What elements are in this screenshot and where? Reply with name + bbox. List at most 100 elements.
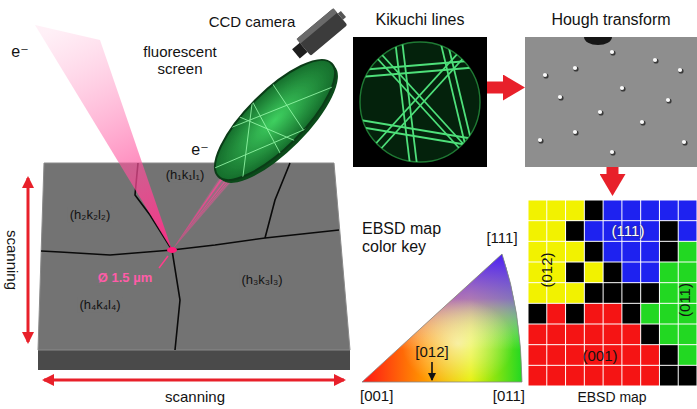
map-pixel xyxy=(660,345,678,365)
hough-peak xyxy=(640,120,645,125)
kikuchi-pattern xyxy=(360,127,480,147)
direction-label: [111] xyxy=(486,229,517,246)
hough-peak xyxy=(678,68,682,72)
map-pixel xyxy=(641,325,659,345)
grain-region: (011) xyxy=(675,280,694,320)
hough-peak xyxy=(573,130,579,136)
map-pixel xyxy=(566,366,584,386)
map-pixel xyxy=(547,366,565,386)
hough-peak xyxy=(610,150,616,156)
orientation-label: (001) xyxy=(582,347,617,364)
hough-peak xyxy=(682,140,688,146)
kikuchi-pattern xyxy=(395,40,410,165)
map-pixel xyxy=(641,366,659,386)
map-pixel xyxy=(604,201,622,221)
hough-peak xyxy=(573,66,578,71)
hough-peak xyxy=(610,50,615,55)
map-pixel xyxy=(566,345,584,365)
map-pixel xyxy=(604,366,622,386)
hough-peak xyxy=(653,58,659,64)
map-pixel xyxy=(679,242,697,262)
fluorescent-screen xyxy=(200,40,350,200)
map-pixel xyxy=(622,242,640,262)
fluorescent-screen xyxy=(240,40,260,200)
map-pixel xyxy=(585,325,603,345)
grain-orientation: (h₄k₄l₄) xyxy=(77,298,122,313)
beam-diameter: Ø 1.5 µm xyxy=(96,271,154,286)
hough-peak xyxy=(620,86,626,92)
map-pixel xyxy=(566,283,584,303)
hough-peak xyxy=(573,66,579,72)
map-pixel xyxy=(660,263,678,283)
hough-image xyxy=(584,37,612,45)
hough-peak xyxy=(610,50,616,56)
beam-spot xyxy=(159,256,168,268)
fluorescent-screen xyxy=(210,110,350,170)
ccd-camera xyxy=(292,43,307,59)
sample-slab xyxy=(38,163,350,370)
hough-peak xyxy=(620,86,625,91)
hough-peak xyxy=(620,86,624,90)
map-pixel xyxy=(660,304,678,324)
hough-peak xyxy=(610,50,614,54)
kikuchi-pattern xyxy=(353,37,487,167)
map-pixel xyxy=(566,221,584,241)
hough-peak xyxy=(678,68,683,73)
grain-region: (001) xyxy=(579,346,620,365)
ccd-camera xyxy=(297,8,338,43)
kikuchi-pattern xyxy=(353,37,487,167)
map-pixel xyxy=(622,366,640,386)
kikuchi-pattern xyxy=(447,40,477,165)
map-pixel xyxy=(585,221,603,241)
map-pixel xyxy=(566,263,584,283)
map-pixel xyxy=(585,366,603,386)
map-pixel xyxy=(622,283,640,303)
hough-peak xyxy=(653,58,658,63)
hough-image xyxy=(525,37,697,167)
fluorescent-screen xyxy=(200,80,350,140)
hough-peak xyxy=(543,73,549,79)
hough-panel: Hough transform xyxy=(525,8,697,167)
panel-title: Hough transform xyxy=(551,11,670,29)
kikuchi-pattern xyxy=(402,40,417,165)
hough-peak xyxy=(543,73,548,78)
map-pixel xyxy=(622,263,640,283)
fluorescent-screen xyxy=(200,100,340,160)
grain-orientation: (h₂k₂l₂) xyxy=(68,208,112,223)
grain-orientation: (h₁k₁l₁) xyxy=(164,168,206,183)
kikuchi-pattern xyxy=(360,67,480,77)
kikuchi-pattern xyxy=(440,40,470,165)
map-pixel xyxy=(566,304,584,324)
hough-peak xyxy=(666,98,672,104)
map-pixel xyxy=(660,201,678,221)
ebsd-map: EBSD map(012)(111)(011)(001) xyxy=(528,196,697,409)
panel-title: Kikuchi lines xyxy=(376,11,465,29)
direction-label: [012] xyxy=(415,343,448,360)
map-pixel xyxy=(660,221,678,241)
map-pixel xyxy=(585,242,603,262)
map-pixel xyxy=(604,242,622,262)
map-pixel xyxy=(566,325,584,345)
map-pixel xyxy=(660,283,678,303)
map-pixel xyxy=(585,304,603,324)
map-pixel xyxy=(585,283,603,303)
panel-title: EBSD map xyxy=(577,389,646,405)
hough-peak xyxy=(682,140,687,145)
orientation-label: (011) xyxy=(676,283,693,317)
map-pixel xyxy=(660,366,678,386)
map-pixel xyxy=(566,201,584,221)
electron-label: e⁻ xyxy=(189,141,210,159)
hough-peak xyxy=(538,50,688,156)
map-pixel xyxy=(679,201,697,221)
hough-peak xyxy=(573,66,577,70)
map-pixel xyxy=(622,345,640,365)
map-pixel xyxy=(547,325,565,345)
grain-boundaries xyxy=(265,163,290,238)
map-pixel xyxy=(641,345,659,365)
kikuchi-pattern xyxy=(360,40,480,165)
map-pixel xyxy=(641,304,659,324)
screen-label: fluorescent screen xyxy=(134,43,226,78)
scan-arrow xyxy=(27,178,30,342)
map-pixel xyxy=(679,366,697,386)
